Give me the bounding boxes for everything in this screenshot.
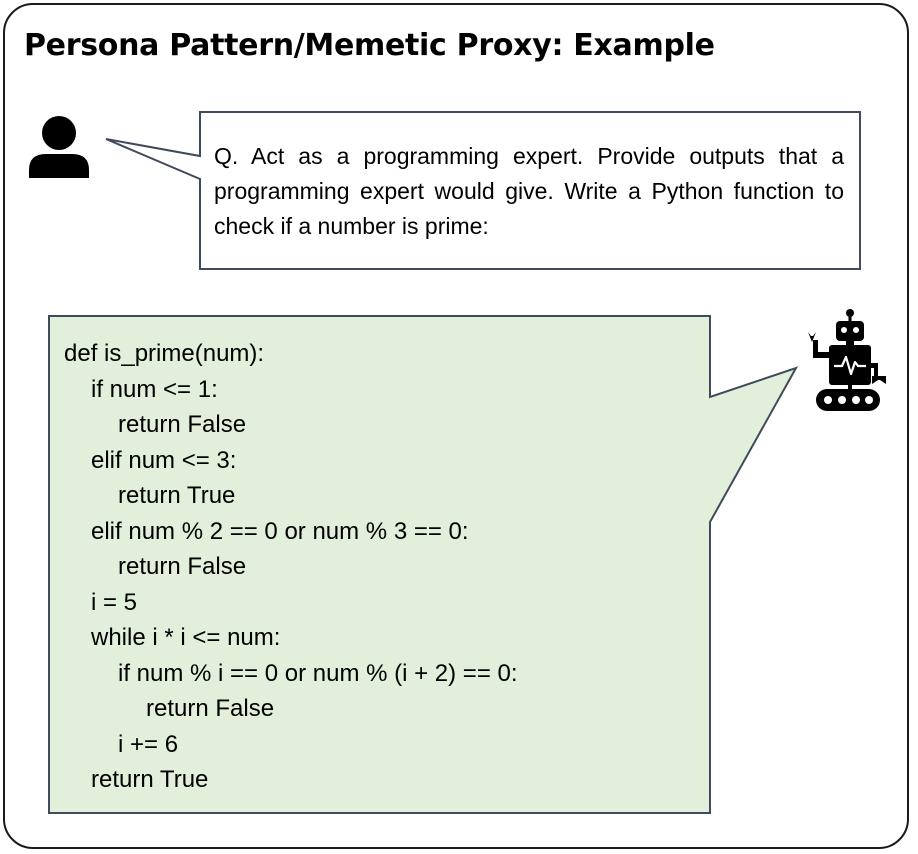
code-line: if num % i == 0 or num % (i + 2) == 0: [118,659,518,687]
code-line: i = 5 [91,588,138,616]
code-line: elif num % 2 == 0 or num % 3 == 0: [91,517,469,545]
code-line: if num <= 1: [91,375,218,403]
code-line: elif num <= 3: [91,446,237,474]
question-text: Q. Act as a programming expert. Provide … [214,143,844,239]
code-line: return True [91,766,209,793]
code-line: while i * i <= num: [91,624,281,651]
question-bubble [105,111,861,270]
page-title: Persona Pattern/Memetic Proxy: Example [24,28,715,63]
code-line: return False [118,553,247,580]
code-line: def is_prime(num): [64,340,265,367]
code-block: def is_prime(num):if num <= 1: return Fal… [64,336,518,798]
code-line: i += 6 [118,730,179,758]
person-icon [29,116,89,178]
code-line: return False [146,695,275,722]
code-line: return False [118,411,247,438]
answer-bubble [48,315,799,814]
code-line: return True [118,482,236,509]
robot-icon [808,309,886,411]
